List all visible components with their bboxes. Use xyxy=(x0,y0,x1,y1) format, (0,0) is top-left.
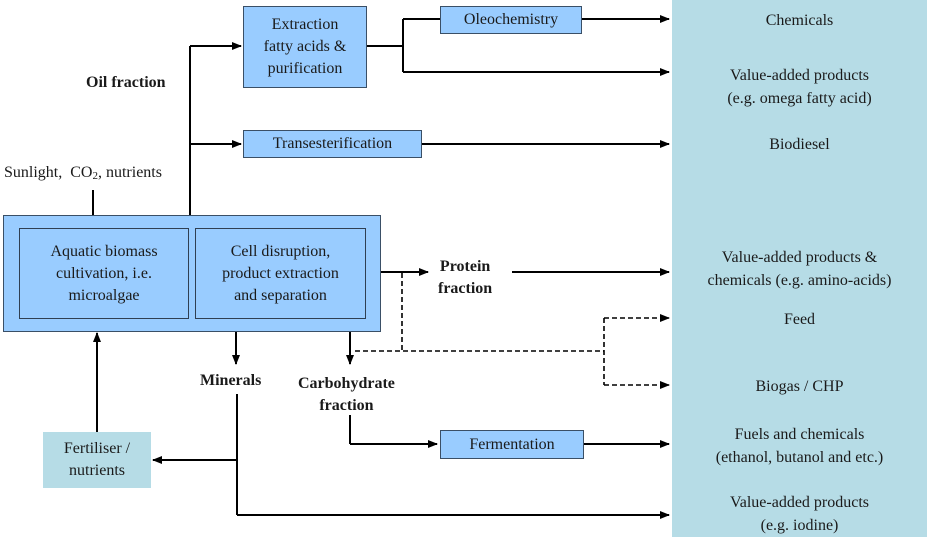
output-text: Value-added products & xyxy=(721,249,878,266)
carbohydrate-line-1: Carbohydrate xyxy=(298,375,395,392)
fertiliser-line-1: Fertiliser / xyxy=(63,440,131,457)
output-fuels-chemicals: Fuels and chemicals (ethanol, butanol an… xyxy=(672,423,927,469)
outputs-panel xyxy=(672,0,927,537)
output-iodine: Value-added products (e.g. iodine) xyxy=(672,491,927,537)
co2-subscript: 2 xyxy=(92,170,98,182)
nutrients-text: , nutrients xyxy=(97,164,162,181)
transesterification-box[interactable]: Transesterification xyxy=(243,130,422,158)
extraction-line-3: purification xyxy=(267,60,343,77)
output-text: (ethanol, butanol and etc.) xyxy=(715,449,884,466)
extraction-line-2: fatty acids & xyxy=(263,38,347,55)
output-text: (e.g. omega fatty acid) xyxy=(727,90,872,107)
output-text: Fuels and chemicals xyxy=(734,426,865,443)
oil-fraction-label: Oil fraction xyxy=(86,74,166,91)
fermentation-box[interactable]: Fermentation xyxy=(440,430,584,459)
fermentation-label: Fermentation xyxy=(469,435,555,453)
cell-disruption-box[interactable]: Cell disruption, product extraction and … xyxy=(195,228,366,319)
output-text: chemicals (e.g. amino-acids) xyxy=(707,272,892,289)
minerals-label: Minerals xyxy=(200,372,262,389)
fertiliser-box[interactable]: Fertiliser / nutrients xyxy=(43,432,151,488)
oleochemistry-label: Oleochemistry xyxy=(463,11,559,28)
cultivation-line-2: cultivation, i.e. xyxy=(56,264,152,282)
carbohydrate-line-2: fraction xyxy=(319,397,374,414)
output-text: Feed xyxy=(783,311,816,328)
output-chemicals: Chemicals xyxy=(672,9,927,32)
output-biodiesel: Biodiesel xyxy=(672,133,927,156)
output-biogas-chp: Biogas / CHP xyxy=(672,375,927,398)
co2-text: CO xyxy=(70,164,93,181)
protein-line-1: Protein xyxy=(439,258,491,275)
output-text: Biogas / CHP xyxy=(755,378,844,395)
protein-fraction-label: Protein fraction xyxy=(438,256,492,300)
protein-line-2: fraction xyxy=(438,280,493,297)
oleochemistry-box[interactable]: Oleochemistry xyxy=(440,6,582,34)
cultivation-line-3: microalgae xyxy=(68,286,140,304)
output-text: Biodiesel xyxy=(769,136,830,153)
cultivation-box[interactable]: Aquatic biomass cultivation, i.e. microa… xyxy=(19,228,189,319)
output-text: Chemicals xyxy=(765,12,834,29)
output-text: Value-added products xyxy=(729,494,870,511)
output-feed: Feed xyxy=(672,308,927,331)
disruption-line-2: product extraction xyxy=(222,264,339,282)
output-value-added-omega: Value-added products (e.g. omega fatty a… xyxy=(672,64,927,110)
disruption-line-3: and separation xyxy=(234,286,327,304)
extraction-line-1: Extraction xyxy=(271,16,339,33)
transesterification-label: Transesterification xyxy=(272,135,393,152)
inputs-label: Sunlight, CO2, nutrients xyxy=(4,162,162,185)
fertiliser-line-2: nutrients xyxy=(69,462,125,479)
carbohydrate-fraction-label: Carbohydrate fraction xyxy=(298,373,395,417)
extraction-box[interactable]: Extraction fatty acids & purification xyxy=(243,6,367,88)
sunlight-text: Sunlight, xyxy=(4,164,63,181)
cultivation-line-1: Aquatic biomass xyxy=(50,242,158,260)
output-text: Value-added products xyxy=(729,67,870,84)
output-amino-acids: Value-added products & chemicals (e.g. a… xyxy=(672,246,927,292)
output-text: (e.g. iodine) xyxy=(760,517,839,534)
disruption-line-1: Cell disruption, xyxy=(230,242,331,260)
